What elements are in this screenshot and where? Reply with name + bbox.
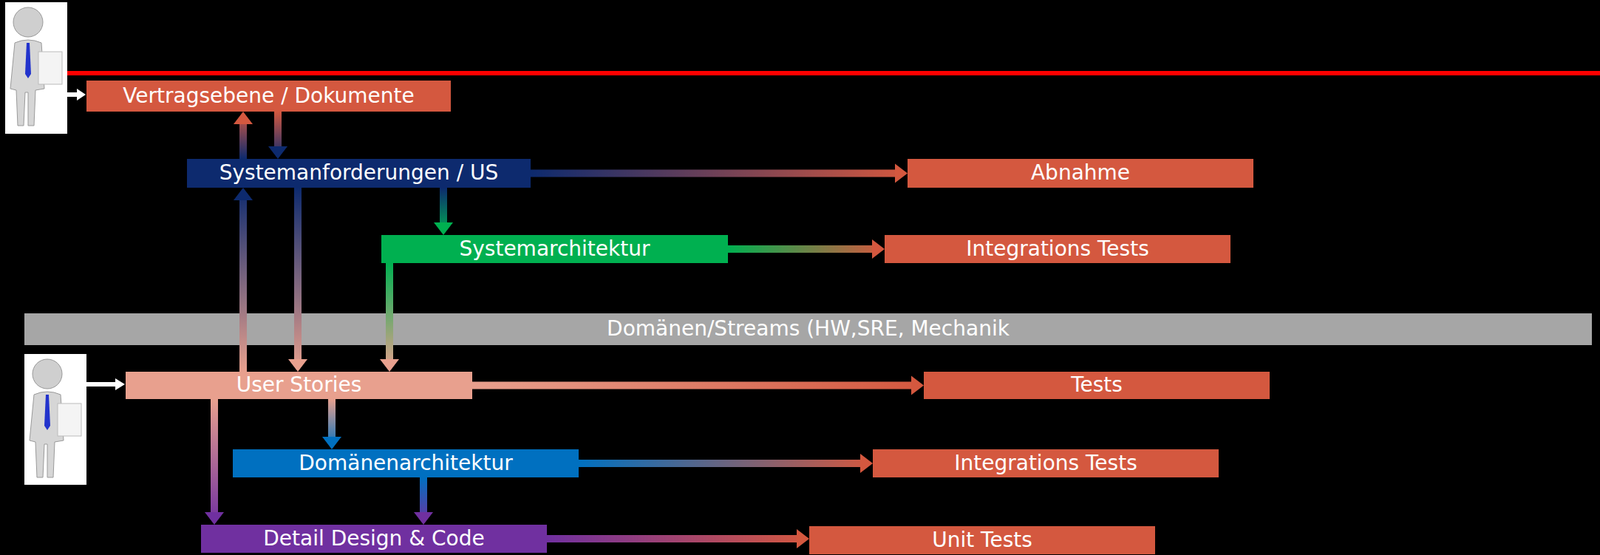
arrow-head [433,222,454,236]
arrow-head [413,512,434,525]
box-label: Integrations Tests [954,452,1138,476]
red-line [67,70,1600,76]
arrow-shaft [385,263,394,360]
arrow-shaft [210,399,219,513]
arrow-shaft [578,459,861,468]
architecture-box: Domänenarchitektur [232,449,579,478]
arrow-shaft [530,169,895,178]
flow-arrow [204,399,224,525]
arrow-head [268,146,288,159]
arrow-shaft [546,535,797,543]
box-label: Tests [1070,373,1123,397]
arrow-shaft [294,187,302,360]
arrow-head [796,529,810,549]
arrow-head [911,376,924,396]
flow-arrow [413,477,434,525]
arrow-head [233,111,253,125]
flow-arrow [433,187,454,236]
box-label: Integrations Tests [965,237,1150,261]
box-label: Systemarchitektur [458,237,650,261]
design-box: Detail Design & Code [201,524,547,553]
arrow-head [322,436,342,450]
flow-arrow [727,239,885,259]
arrow-head [204,512,224,525]
arrow-shaft [727,245,873,253]
flow-arrow [233,111,253,159]
arrow-shaft [419,477,428,513]
test-box: Tests [923,371,1270,400]
box-label: Domänen/Streams (HW,SRE, Mechanik [606,317,1010,341]
person-icon [24,353,87,485]
white-arrow [67,88,86,101]
arrow-shaft [274,111,282,147]
arrow-head [860,453,873,473]
arrow-shaft [472,382,912,390]
domain-band: Domänen/Streams (HW,SRE, Mechanik [24,313,1592,346]
white-arrow [86,378,125,391]
arrow-shaft [239,200,247,372]
architecture-box: Systemarchitektur [381,235,728,264]
box-label: Unit Tests [931,529,1033,553]
contract-box: Vertragsebene / Dokumente [86,80,451,112]
arrow-shaft [439,187,448,223]
band-ground [24,313,1592,346]
arrow-head [233,187,253,201]
test-box: Integrations Tests [872,449,1219,478]
arrow-shaft [239,124,247,159]
box-label: Domänenarchitektur [298,452,513,476]
flow-arrow [268,111,288,159]
arrow-head [379,359,400,372]
flow-arrow [530,164,908,184]
story-box: User Stories [125,371,473,400]
box-label: Vertragsebene / Dokumente [122,84,414,108]
box-label: User Stories [236,373,363,397]
flow-arrow [546,529,810,549]
test-box: Unit Tests [809,526,1156,555]
arrow-shaft [328,399,336,437]
requirements-box: Systemanforderungen / US [186,158,531,188]
flow-arrow [233,187,253,372]
flow-arrow [472,376,924,396]
flow-arrow [578,453,873,473]
arrow-head [894,164,908,184]
flow-arrow [379,263,400,372]
arrow-head [872,239,885,259]
test-box: Integrations Tests [884,235,1231,264]
arrow-head [288,359,308,372]
flow-arrow [322,399,342,450]
box-label: Systemanforderungen / US [219,161,499,185]
flow-arrow [288,187,308,372]
box-label: Detail Design & Code [263,527,485,551]
box-label: Abnahme [1030,161,1130,185]
test-box: Abnahme [907,158,1254,188]
person-icon [5,2,68,134]
